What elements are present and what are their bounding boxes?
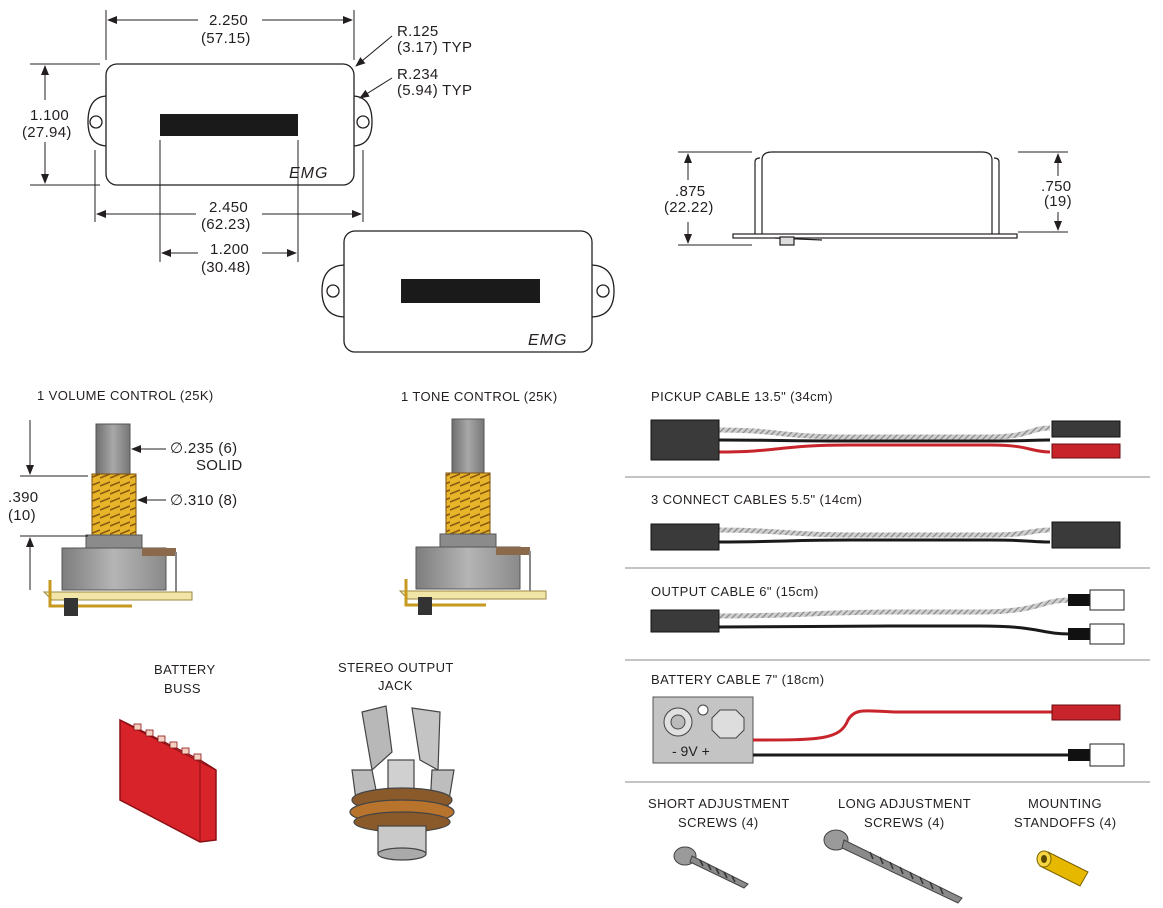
battery-buss-line1: BATTERY bbox=[154, 662, 216, 677]
side-view-dimension-lines bbox=[678, 151, 1068, 246]
mounting-hole-right bbox=[356, 115, 370, 129]
tone-control-title: 1 TONE CONTROL (25K) bbox=[401, 389, 558, 404]
mount-width-mm-label: (62.23) bbox=[201, 216, 251, 233]
bushing-diameter-label: ∅.310 (8) bbox=[170, 492, 237, 509]
long-screw-drawing bbox=[823, 829, 963, 904]
output-jack-line1: STEREO OUTPUT bbox=[338, 660, 454, 675]
pickup-side-view bbox=[732, 151, 1018, 246]
ear-radius-mm-label: (5.94) TYP bbox=[397, 82, 472, 99]
second-pickup-pole-bar bbox=[401, 279, 540, 303]
stereo-jack-drawing bbox=[349, 705, 455, 861]
output-jack-line2: JACK bbox=[378, 678, 413, 693]
width-label: 2.250 bbox=[209, 12, 248, 29]
side-total-height: .875 bbox=[675, 183, 705, 200]
shaft-type-label: SOLID bbox=[196, 457, 243, 474]
corner-radius-mm-label: (3.17) TYP bbox=[397, 39, 472, 56]
volume-control-title: 1 VOLUME CONTROL (25K) bbox=[37, 388, 214, 403]
mounting-hole-left bbox=[89, 115, 103, 129]
width-mm-label: (57.15) bbox=[201, 30, 251, 47]
standoff-drawing bbox=[1036, 850, 1089, 887]
cable-section-dividers bbox=[625, 476, 1150, 783]
short-screw-drawing bbox=[673, 846, 749, 889]
standoffs-line2: STANDOFFS (4) bbox=[1014, 815, 1116, 830]
short-screws-line2: SCREWS (4) bbox=[678, 815, 759, 830]
pickup-pole-bar bbox=[160, 114, 298, 136]
connect-cables-label: 3 CONNECT CABLES 5.5" (14cm) bbox=[651, 492, 862, 507]
side-body-height: .750 bbox=[1041, 178, 1071, 195]
pickup-cable-label: PICKUP CABLE 13.5" (34cm) bbox=[651, 389, 833, 404]
short-screws-line1: SHORT ADJUSTMENT bbox=[648, 796, 790, 811]
dimension-lines-top bbox=[30, 10, 393, 262]
battery-buss-drawing bbox=[119, 718, 217, 843]
emg-logo: EMG bbox=[289, 165, 328, 182]
battery-cable-drawing bbox=[652, 696, 1125, 767]
volume-pot-dimensions bbox=[20, 420, 166, 590]
mount-width-label: 2.450 bbox=[209, 199, 248, 216]
battery-cable-label: BATTERY CABLE 7" (18cm) bbox=[651, 672, 824, 687]
side-body-height-mm: (19) bbox=[1044, 193, 1072, 210]
ear-radius-label: R.234 bbox=[397, 66, 439, 83]
battery-9v-label: - 9V + bbox=[672, 743, 710, 759]
long-screws-line2: SCREWS (4) bbox=[864, 815, 945, 830]
side-total-height-mm: (22.22) bbox=[664, 199, 714, 216]
height-label: 1.100 bbox=[30, 107, 69, 124]
emg-logo-second: EMG bbox=[528, 332, 567, 349]
volume-pot-drawing bbox=[42, 423, 193, 616]
thread-length-mm-label: (10) bbox=[8, 507, 36, 524]
thread-length-label: .390 bbox=[8, 489, 38, 506]
bar-width-mm-label: (30.48) bbox=[201, 259, 251, 276]
shaft-diameter-label: ∅.235 (6) bbox=[170, 440, 237, 457]
connect-cable-drawing bbox=[650, 521, 1121, 551]
output-cable-drawing bbox=[650, 589, 1125, 645]
battery-buss-line2: BUSS bbox=[164, 681, 201, 696]
long-screws-line1: LONG ADJUSTMENT bbox=[838, 796, 971, 811]
corner-radius-label: R.125 bbox=[397, 23, 439, 40]
standoffs-line1: MOUNTING bbox=[1028, 796, 1102, 811]
pickup-cable-drawing bbox=[650, 419, 1121, 461]
height-mm-label: (27.94) bbox=[22, 124, 72, 141]
tone-pot-drawing bbox=[398, 418, 547, 615]
bar-width-label: 1.200 bbox=[210, 241, 249, 258]
output-cable-label: OUTPUT CABLE 6" (15cm) bbox=[651, 584, 819, 599]
dimension-labels-top: 2.250 (57.15) R.125 (3.17) TYP R.234 (5.… bbox=[22, 12, 472, 276]
